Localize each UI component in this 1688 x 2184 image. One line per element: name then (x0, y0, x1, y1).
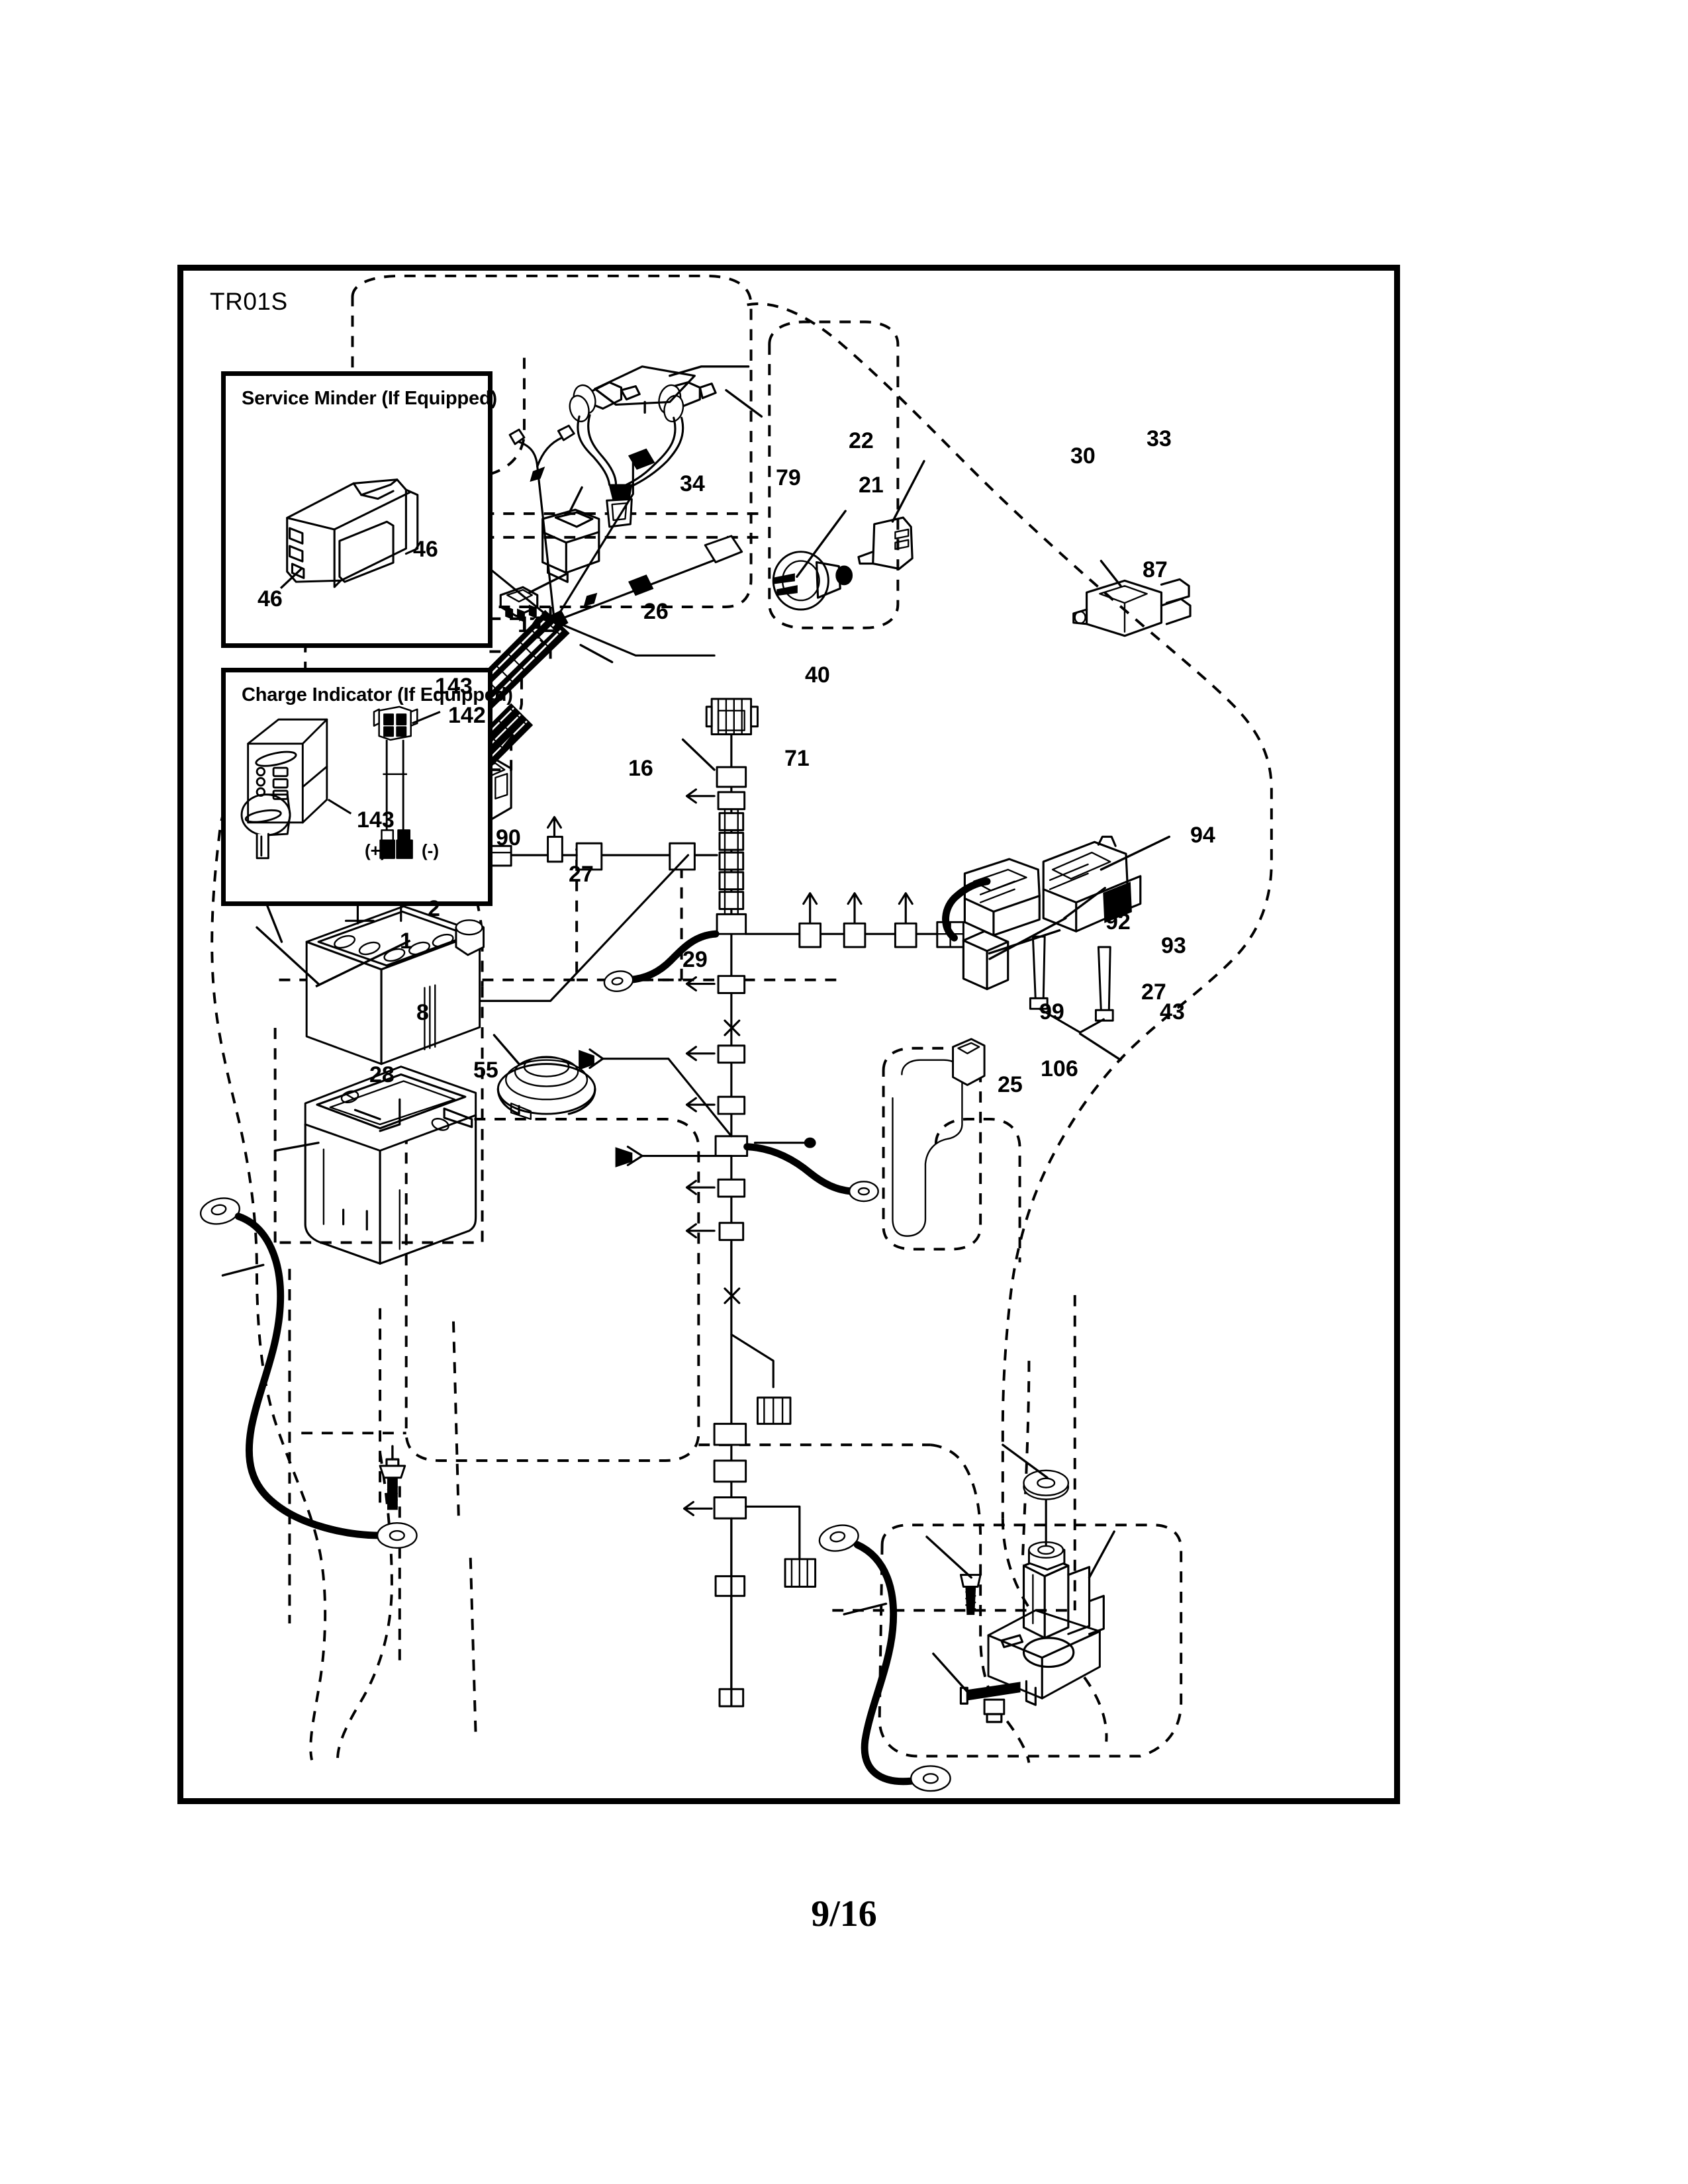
part-seat-switch-assembly (942, 835, 1171, 1062)
part-battery-cable-positive (818, 1524, 951, 1792)
callout-key: 33 (1147, 426, 1172, 451)
charge-indicator-title: Charge Indicator (If Equipped) (242, 684, 513, 705)
callout-battery-box: 8 (416, 1000, 429, 1025)
part-relay-connector (1072, 559, 1192, 637)
part-battery-box (273, 1066, 477, 1265)
part-key (857, 460, 925, 570)
part-battery (256, 905, 485, 1066)
callout-seat-switch-bracket: 94 (1190, 823, 1215, 848)
callout-connector-block: 90 (496, 825, 521, 850)
misc-connectors (952, 1038, 986, 1086)
service-minder-inset: Service Minder (If Equipped) 46 (221, 371, 497, 648)
callout-headlight-bulb: 79 (776, 465, 801, 490)
part-starter-solenoid (925, 1443, 1115, 1723)
callout-service-minder-module: 46 (413, 537, 438, 562)
callout-battery-cable-positive: 25 (998, 1072, 1023, 1097)
callout-charge-indicator-lead: 142 (518, 612, 555, 637)
part-cable-screw (379, 1445, 406, 1510)
callout-fuse-holder: 16 (628, 756, 653, 781)
callout-cable-screw: 55 (473, 1058, 498, 1083)
part-fuel-cap (492, 1034, 596, 1120)
callout-battery-cable-negative: 28 (369, 1062, 395, 1087)
model-code-label: TR01S (210, 288, 288, 315)
part-ignition-switch (772, 510, 853, 611)
callout-starter-solenoid: 43 (1160, 999, 1185, 1024)
callout-harness-branch: 71 (784, 746, 810, 771)
callout-battery-bolt-nut: 27 (569, 862, 594, 887)
parts-diagram-frame: TR01S (177, 265, 1400, 1804)
callout-ignition-switch: 30 (1070, 443, 1096, 469)
polarity-negative-label: (-) (422, 841, 439, 860)
callout-mounting-screw: 93 (1161, 933, 1186, 958)
callout-ground-strap: 106 (1041, 1056, 1078, 1081)
callout-46: 46 (258, 586, 283, 612)
callout-headlight-wire-harness: 22 (849, 428, 874, 453)
callout-charge-indicator-module: 143 (435, 674, 473, 699)
callout-rocker-switch: 34 (680, 471, 705, 496)
callout-headlight-lens: 21 (859, 473, 884, 498)
part-rocker-switch (541, 486, 600, 583)
callout-battery-bolt: 2 (428, 896, 440, 921)
service-minder-title: Service Minder (If Equipped) (242, 388, 497, 409)
charge-indicator-inset: Charge Indicator (If Equipped) (221, 668, 513, 906)
callout-switch-connector: 92 (1105, 909, 1131, 934)
callout-solenoid-screw: 99 (1039, 999, 1064, 1024)
callout-143: 143 (357, 807, 395, 833)
callout-relay-connector: 87 (1143, 557, 1168, 582)
callout-fuel-cap: 29 (682, 947, 708, 972)
part-terminal-clip (499, 572, 567, 623)
page-number-label: 9/16 (811, 1893, 877, 1934)
part-headlight-assembly (569, 365, 763, 528)
polarity-positive-label: (+) (365, 841, 387, 860)
part-harness-branch (428, 698, 964, 1707)
callout-142: 142 (448, 703, 486, 728)
part-battery-cable-negative (199, 1197, 418, 1549)
callout-terminal-clip: 26 (643, 599, 669, 624)
callout-solenoid-nut: 27 (1141, 979, 1166, 1005)
callout-battery: 1 (400, 929, 412, 954)
callout-main-wiring-harness: 40 (805, 662, 830, 688)
